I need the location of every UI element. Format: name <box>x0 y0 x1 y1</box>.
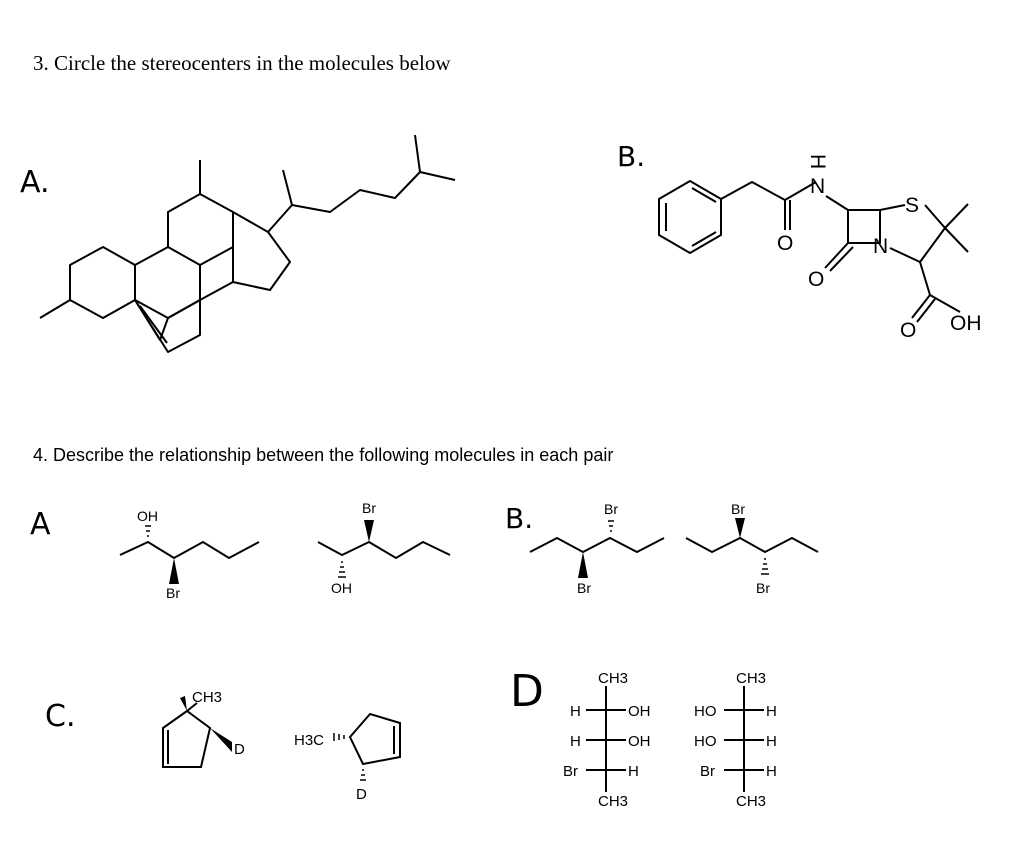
penicillin-n-label: N <box>810 175 825 198</box>
fischer-left-top: CH3 <box>598 670 628 687</box>
q4-label-c: C. <box>45 699 75 734</box>
fischer-right <box>724 686 764 792</box>
penicillin-oh-label: OH <box>950 312 982 335</box>
fischer-right-r3-right: H <box>766 763 777 780</box>
q4a-mol1-br: Br <box>166 585 180 601</box>
fischer-right-bottom: CH3 <box>736 793 766 810</box>
q4b-hash-bond-2 <box>761 558 769 575</box>
q4b-wedge-1 <box>578 552 588 578</box>
fischer-left-r1-left: H <box>570 703 581 720</box>
fischer-left-r3-right: H <box>628 763 639 780</box>
q3-label-a: A. <box>20 165 50 200</box>
q4b-mol2-br-top: Br <box>731 501 745 517</box>
q4b-mol1-br-bottom: Br <box>577 580 591 596</box>
fischer-left-r2-right: OH <box>628 733 651 750</box>
q4c-mol2-d: D <box>356 786 367 803</box>
fischer-left-bottom: CH3 <box>598 793 628 810</box>
q4a-mol2-oh: OH <box>331 580 352 596</box>
q3-label-b: B. <box>617 140 645 173</box>
fischer-right-top: CH3 <box>736 670 766 687</box>
q4a-hash-bond-2 <box>338 561 346 578</box>
question-4-prompt: 4. Describe the relationship between the… <box>33 445 613 465</box>
penicillin-n2-label: N <box>873 235 888 258</box>
fischer-left <box>586 686 626 792</box>
q4c-wedge-ch3 <box>180 696 187 711</box>
q4a-mol2-br: Br <box>362 500 376 516</box>
q4a-molecule-1 <box>119 540 260 560</box>
q4-label-b: B. <box>505 502 533 535</box>
penicillin-o3-label: O <box>900 319 916 342</box>
penicillin-s-label: S <box>905 194 919 217</box>
q4-label-d: D <box>510 666 544 717</box>
q4b-molecule-1 <box>529 536 665 554</box>
fischer-right-r3-left: Br <box>700 763 715 780</box>
q4c-molecule-2 <box>348 712 401 766</box>
fischer-left-r2-left: H <box>570 733 581 750</box>
q4c-mol1-d: D <box>234 741 245 758</box>
q4c-mol1-ch3: CH3 <box>192 689 222 706</box>
q4c-hash-bond-ch3 <box>333 733 345 741</box>
q4c-molecule-1 <box>162 709 212 768</box>
fischer-right-r2-left: HO <box>694 733 717 750</box>
q4a-hash-bond-1 <box>145 525 151 537</box>
q4a-mol1-oh: OH <box>137 508 158 524</box>
q4b-hash-bond-1 <box>608 520 614 532</box>
q4b-mol2-br-bottom: Br <box>756 580 770 596</box>
q4b-molecule-2 <box>685 536 819 554</box>
penicillin-o2-label: O <box>808 268 824 291</box>
q4c-wedge-d <box>210 728 232 752</box>
fischer-left-r1-right: OH <box>628 703 651 720</box>
fischer-right-r1-left: HO <box>694 703 717 720</box>
q4c-hash-bond-d <box>360 769 366 781</box>
penicillin-h-label: H <box>806 154 829 169</box>
fischer-right-r2-right: H <box>766 733 777 750</box>
q4c-mol2-h3c: H3C <box>294 732 324 749</box>
q4a-wedge-2 <box>364 520 374 542</box>
q4b-wedge-2 <box>735 518 745 538</box>
q4b-mol1-br-top: Br <box>604 501 618 517</box>
fischer-left-r3-left: Br <box>563 763 578 780</box>
question-3-prompt: 3. Circle the stereocenters in the molec… <box>33 51 451 75</box>
steroid-structure <box>39 134 456 353</box>
q4a-molecule-2 <box>317 540 451 560</box>
penicillin-o1-label: O <box>777 232 793 255</box>
q4a-wedge-1 <box>169 558 179 584</box>
penicillin-structure <box>658 180 969 323</box>
q4-label-a: A <box>30 507 51 542</box>
fischer-right-r1-right: H <box>766 703 777 720</box>
